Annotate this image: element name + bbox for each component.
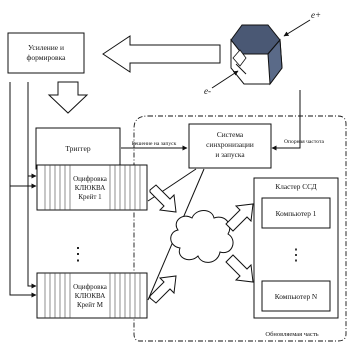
crate-m-line3: Крейт M — [77, 301, 104, 309]
cluster-box: Кластер ССД Компьютер 1 ⋮ Компьютер N — [253, 177, 339, 319]
crate-m-line1: Оцифровка — [73, 283, 108, 291]
launch-decision-label: Решение на запуск — [132, 141, 177, 147]
cratem-to-network-arrow — [149, 275, 177, 304]
crate-1-line2: КЛЮКВА — [75, 184, 106, 192]
signal-bus-cratem-a — [27, 176, 37, 289]
cluster-title: Кластер ССД — [275, 182, 316, 191]
computer-n-label: Компьютер N — [275, 292, 318, 301]
signal-bus-inner — [27, 82, 37, 179]
network-to-computern-arrow — [225, 254, 254, 283]
sync-label-line3: и запуска — [215, 150, 245, 159]
crate-1-line3: Крейт 1 — [78, 193, 102, 201]
electron-beam — [211, 70, 239, 89]
crates-ellipsis: ⋮ — [69, 244, 87, 264]
amplifier-label-line2: формировка — [27, 53, 67, 62]
crate-1-line1: Оцифровка — [73, 175, 108, 183]
computer-1-label: Компьютер 1 — [276, 209, 317, 218]
octagon-detector-icon — [230, 24, 283, 86]
crate-1-box: Оцифровка КЛЮКВА Крейт 1 — [36, 164, 148, 211]
crate1-to-network-arrow — [149, 184, 177, 213]
crate-m-slats — [44, 273, 141, 318]
electron-label: e- — [204, 86, 211, 96]
trigger-box: Триггер — [35, 127, 121, 170]
sync-label-line1: Система — [217, 130, 244, 139]
network-cloud-icon — [170, 210, 234, 263]
sync-label-line2: синхронизации — [206, 140, 254, 149]
trigger-arrow — [47, 81, 89, 114]
amplifier-box: Усиление и формировка — [7, 32, 85, 74]
computers-ellipsis: ⋮ — [288, 247, 304, 264]
positron-beam — [283, 19, 311, 37]
sync-box: Система синхронизации и запуска — [188, 123, 272, 169]
network-to-computer1-arrow — [225, 203, 254, 232]
reference-freq-line — [271, 90, 301, 151]
crate-1-slats — [44, 165, 141, 210]
updated-part-label: Обновляемая часть — [265, 331, 318, 338]
computer-n-box — [261, 280, 331, 312]
crate-m-line2: КЛЮКВА — [75, 292, 106, 300]
computer-1-box — [261, 197, 331, 229]
positron-label: e+ — [311, 10, 321, 20]
updated-part-region — [133, 115, 347, 342]
crate-m-box: Оцифровка КЛЮКВА Крейт M — [36, 272, 148, 319]
signal-arrow — [102, 35, 221, 73]
reference-freq-label: Опорная частота — [284, 139, 324, 145]
trigger-label: Триггер — [65, 144, 90, 153]
amplifier-label-line1: Усиление и — [28, 43, 64, 52]
signal-bus-left — [9, 82, 37, 298]
